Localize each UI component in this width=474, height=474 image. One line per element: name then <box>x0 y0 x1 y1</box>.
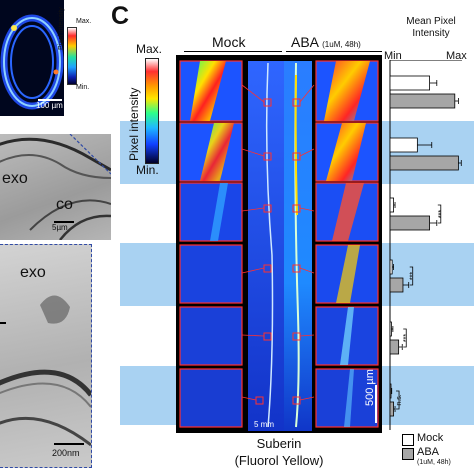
bar-mock-3 <box>389 197 394 213</box>
sig-label-3: *** <box>438 210 445 218</box>
caption-suberin: Suberin <box>256 436 302 451</box>
root-scale-label: 500 µm <box>364 369 376 406</box>
main-colorbar-label: Pixel intensity <box>127 87 141 161</box>
aba-tile1-signal <box>324 61 370 121</box>
sig-bracket-4 <box>409 266 414 286</box>
fluorescence-inset <box>0 0 64 116</box>
main-colorbar-min: Min. <box>136 163 159 177</box>
legend-aba-label: ABA <box>417 446 440 458</box>
bar-chart: *** *** *** n.s. <box>389 60 462 430</box>
aba-header-line <box>286 51 382 52</box>
legend-mock-label: Mock <box>417 432 444 444</box>
aba-tile3-signal <box>332 183 364 241</box>
em-bottom-drawing <box>0 295 91 447</box>
em-bottom-exo-label: exo <box>20 264 46 281</box>
aba-tile4-signal <box>336 245 360 303</box>
axis-min-label: Min <box>384 50 402 62</box>
panel-letter-c: C <box>111 2 130 30</box>
inset-colorbar-min: Min. <box>76 84 90 91</box>
zone-markers <box>255 98 301 405</box>
aba-header-sub: (1uM, 48h) <box>322 40 361 49</box>
inset-scale-line <box>38 99 62 101</box>
mock-header: Mock <box>212 34 246 50</box>
caption-fluorol: (Fluorol Yellow) <box>234 453 324 468</box>
sig-label-6: n.s. <box>396 394 403 405</box>
em-bottom-panel <box>0 244 92 468</box>
legend-aba-swatch <box>402 448 414 460</box>
inset-scale-label: 100 µm <box>36 101 63 110</box>
aba-header: ABA (1uM, 48h) <box>291 34 361 50</box>
root-composite <box>179 60 379 431</box>
inset-colorbar-max: Max. <box>76 18 92 25</box>
aba-tile6-signal <box>344 369 354 427</box>
bar-aba-4 <box>389 277 404 293</box>
aba-tile2-signal <box>326 123 366 181</box>
legend-mock-swatch <box>402 434 414 446</box>
mock-tile2-signal <box>200 123 234 181</box>
sig-label-4: *** <box>410 272 417 280</box>
em-bottom-scale-label: 200nm <box>52 448 80 458</box>
bar-aba-1 <box>389 93 456 109</box>
main-colorbar <box>145 58 159 164</box>
mock-header-line <box>184 51 282 52</box>
sig-bracket-6 <box>396 390 400 410</box>
em-top-drawing <box>0 134 111 240</box>
bar-mock-4 <box>389 259 393 275</box>
bar-aba-6 <box>389 401 394 417</box>
inset-colorbar <box>67 27 77 85</box>
main-colorbar-max: Max. <box>136 42 163 56</box>
root-image-panel <box>176 55 382 433</box>
bar-mock-2 <box>389 137 418 153</box>
bar-mock-1 <box>389 75 430 91</box>
scale-5mm-label: 5 mm <box>254 420 274 429</box>
bar-mock-6 <box>389 383 392 399</box>
bar-aba-5 <box>389 339 400 355</box>
aba-tile5-signal <box>340 307 354 365</box>
em-top-scale-label: 5µm <box>52 223 68 232</box>
em-top-co-label: co <box>56 196 73 213</box>
bar-title-2: Intensity <box>412 28 450 39</box>
mock-tile3-signal <box>210 183 228 241</box>
em-bottom-marker <box>0 322 6 324</box>
aba-header-text: ABA <box>291 34 319 50</box>
axis-max-label: Max <box>446 50 467 62</box>
mock-tile1-signal <box>190 61 226 121</box>
sig-bracket-5 <box>403 328 407 348</box>
cell-ring-drawing <box>0 14 64 110</box>
sig-label-5: *** <box>403 334 410 342</box>
em-bottom-scale-line <box>54 443 84 445</box>
inset-colorbar-label: Pixel intensity <box>58 7 65 50</box>
bar-title-1: Mean Pixel <box>406 16 456 27</box>
em-top-exo-label: exo <box>2 170 28 187</box>
zone-connectors <box>241 84 315 401</box>
em-top-scale-line <box>54 221 74 223</box>
bar-mock-5 <box>389 321 392 337</box>
sig-bracket-3 <box>437 204 442 224</box>
bar-aba-2 <box>389 155 459 171</box>
bar-aba-3 <box>389 215 430 231</box>
legend-aba-sub: (1uM, 48h) <box>417 459 451 466</box>
